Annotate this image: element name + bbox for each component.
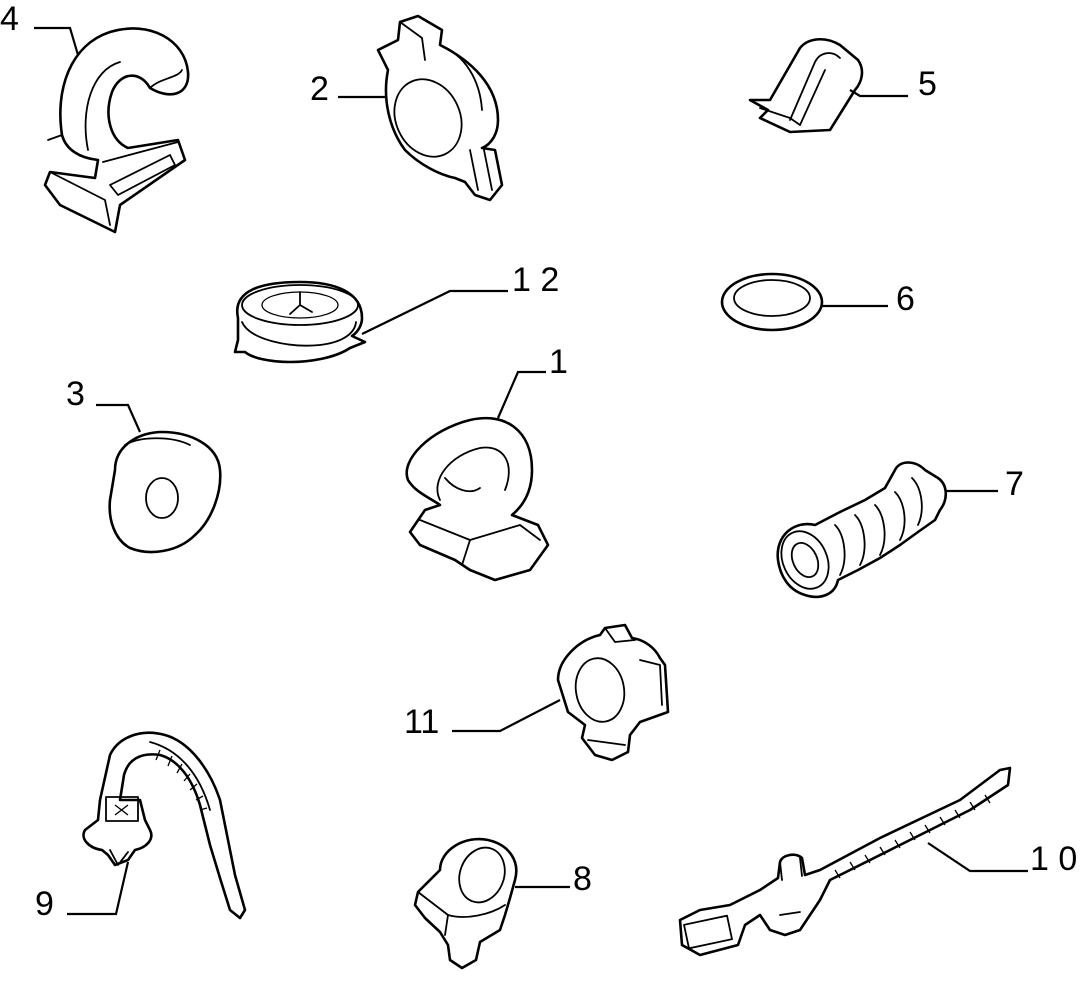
part-4-hook-clip <box>43 27 190 234</box>
leader-12 <box>361 289 508 335</box>
callout-labels: 4 2 5 1 2 6 3 1 7 11 9 8 1 0 <box>0 0 1077 923</box>
leader-5 <box>849 89 908 98</box>
part-8-small-pipe-clip <box>413 837 518 970</box>
leader-10 <box>927 842 1028 873</box>
part-3-flat-grommet <box>108 430 222 554</box>
part-1-hook-clip <box>405 416 550 582</box>
part-5-spring-clip <box>748 38 864 134</box>
callout-6: 6 <box>896 280 915 318</box>
callout-4: 4 <box>0 0 19 38</box>
leader-lines <box>34 26 1028 916</box>
leader-11 <box>452 699 561 733</box>
part-7-bellows-grommet <box>776 461 948 599</box>
leader-4 <box>34 26 80 56</box>
leader-9 <box>67 861 130 916</box>
callout-3: 3 <box>66 375 85 413</box>
callout-9: 9 <box>35 885 54 923</box>
part-6-ring-washer <box>720 272 824 332</box>
callout-10: 1 0 <box>1030 840 1077 878</box>
leader-1 <box>496 370 546 419</box>
callout-11: 11 <box>404 703 439 741</box>
callout-2: 2 <box>310 70 329 108</box>
leader-3 <box>96 403 142 433</box>
part-2-pipe-clip <box>376 14 504 202</box>
part-11-stud-clip <box>556 623 670 762</box>
callout-8: 8 <box>573 860 592 898</box>
part-9-strap-push-pin <box>82 731 247 920</box>
callout-7: 7 <box>1005 465 1024 503</box>
part-10-cable-tie <box>678 766 1012 957</box>
callout-5: 5 <box>918 65 937 103</box>
part-12-round-cap-grommet <box>233 280 367 364</box>
callout-1: 1 <box>549 343 568 381</box>
callout-12: 1 2 <box>512 261 559 299</box>
